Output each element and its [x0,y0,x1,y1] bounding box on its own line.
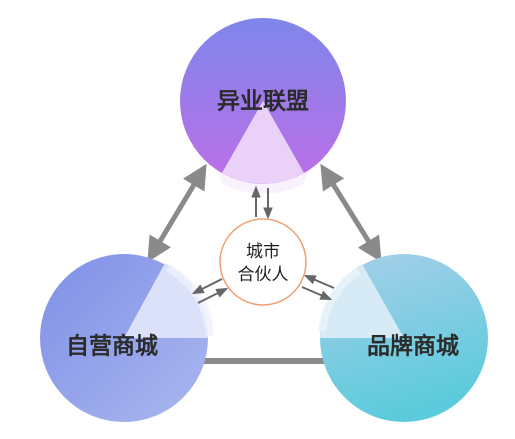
node-center: 城市 合伙人 [219,218,307,306]
small-arrow-center-to-right [301,286,333,300]
small-arrow-right-to-center [303,275,335,289]
node-top-label: 异业联盟 [217,89,309,115]
small-arrow-center-to-left [191,278,223,295]
node-right-label: 品牌商城 [367,333,459,360]
node-center-line1: 城市 [246,242,280,262]
node-left-label: 自营商城 [66,333,158,360]
node-left: 自营商城 [40,254,214,422]
arrow-top-right [320,163,382,263]
node-top: 异业联盟 [180,18,346,194]
node-right: 品牌商城 [318,254,488,422]
small-arrow-left-to-center [197,287,229,304]
arrow-top-left [147,163,207,263]
node-center-line2: 合伙人 [238,265,289,285]
